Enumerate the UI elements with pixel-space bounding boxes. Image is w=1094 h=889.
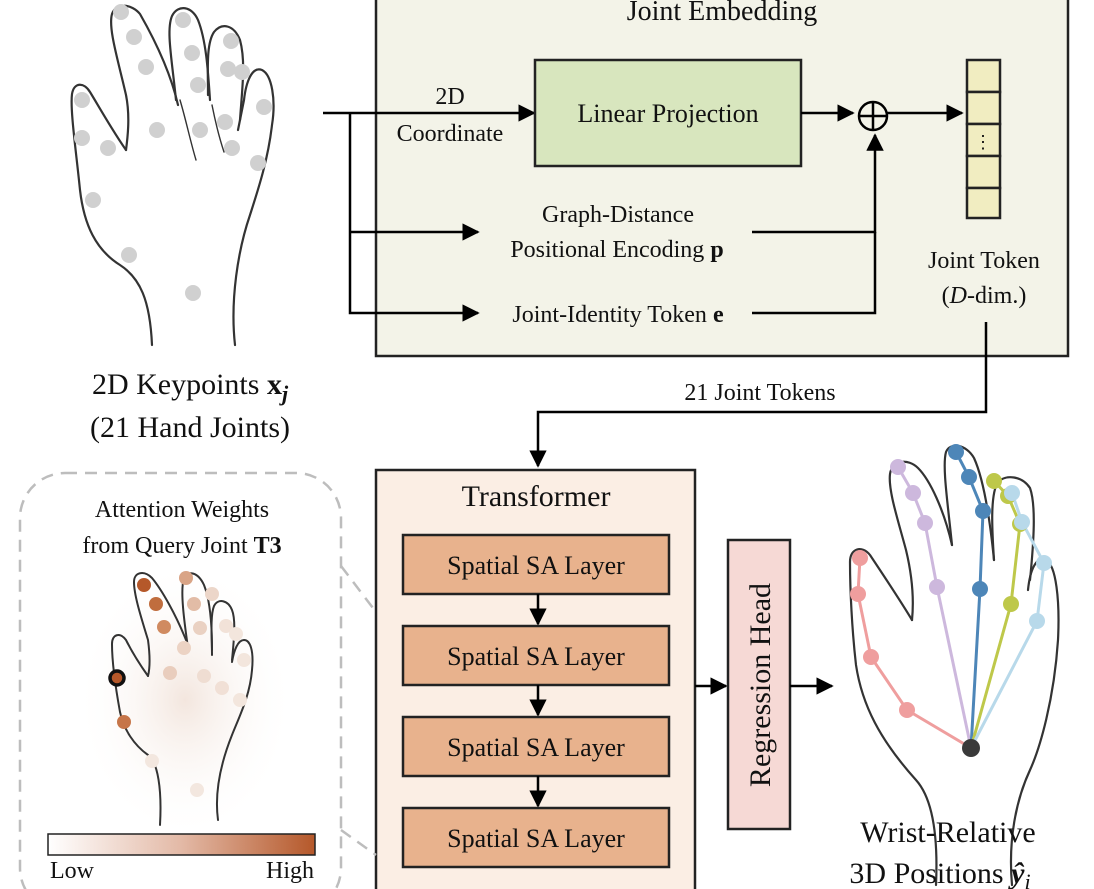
sa-layer-box — [401, 533, 671, 596]
keypoints-dots — [74, 4, 272, 301]
attention-title-1: Attention Weights — [95, 497, 269, 523]
joint-token-label-1: Joint Token — [928, 248, 1040, 274]
sa-layer-label: Spatial SA Layer — [447, 824, 625, 853]
colorbar-high-label: High — [266, 858, 314, 884]
attention-title-2: from Query Joint T3 — [82, 533, 281, 559]
zoom-line — [340, 565, 377, 613]
sa-layer-box — [401, 624, 671, 687]
linear-projection-box — [533, 58, 803, 168]
sa-layer-box — [401, 806, 671, 869]
keypoints-hand-illustration — [70, 4, 275, 347]
transformer-title: Transformer — [462, 480, 611, 513]
regression-head-box — [726, 538, 792, 831]
graph-distance-label-1: Graph-Distance — [542, 202, 694, 228]
attention-dots — [117, 571, 251, 797]
identity-to-sum-line — [752, 232, 877, 315]
output-label-1: Wrist-Relative — [860, 816, 1035, 849]
branch-line — [348, 113, 480, 322]
joint-token-column — [965, 58, 1002, 220]
attention-colorbar — [47, 833, 316, 856]
sa-layer-box — [401, 715, 671, 778]
output-label-2: 3D Positions ŷi — [849, 857, 1030, 889]
coordinate-label-2: Coordinate — [397, 121, 504, 147]
sa-layers: Spatial SA Layer Spatial SA Layer Spatia… — [401, 533, 671, 869]
regression-head-label: Regression Head — [744, 583, 777, 787]
joint-identity-label: Joint-Identity Token e — [512, 302, 724, 328]
keypoints-label-1: 2D Keypoints xj — [92, 368, 289, 406]
sa-layer-label: Spatial SA Layer — [447, 733, 625, 762]
zoom-line — [340, 828, 377, 857]
coordinate-label-1: 2D — [435, 84, 464, 110]
attention-glow — [75, 560, 295, 840]
sa-layer-label: Spatial SA Layer — [447, 642, 625, 671]
joint-tokens-label: 21 Joint Tokens — [684, 380, 835, 406]
sa-layer-label: Spatial SA Layer — [447, 551, 625, 580]
joint-embedding-title: Joint Embedding — [627, 0, 818, 27]
keypoints-label-2: (21 Hand Joints) — [90, 411, 290, 444]
output-joints — [850, 444, 1052, 757]
colorbar-low-label: Low — [50, 858, 95, 884]
tokens-to-transformer-arrow — [529, 322, 988, 468]
sum-icon — [857, 100, 889, 132]
joint-token-label-2: (D-dim.) — [942, 283, 1027, 309]
query-joint-marker — [108, 669, 126, 687]
linear-projection-label: Linear Projection — [577, 99, 758, 128]
graph-distance-label-2: Positional Encoding p — [510, 237, 723, 263]
token-dots: ⋮ — [974, 132, 992, 152]
